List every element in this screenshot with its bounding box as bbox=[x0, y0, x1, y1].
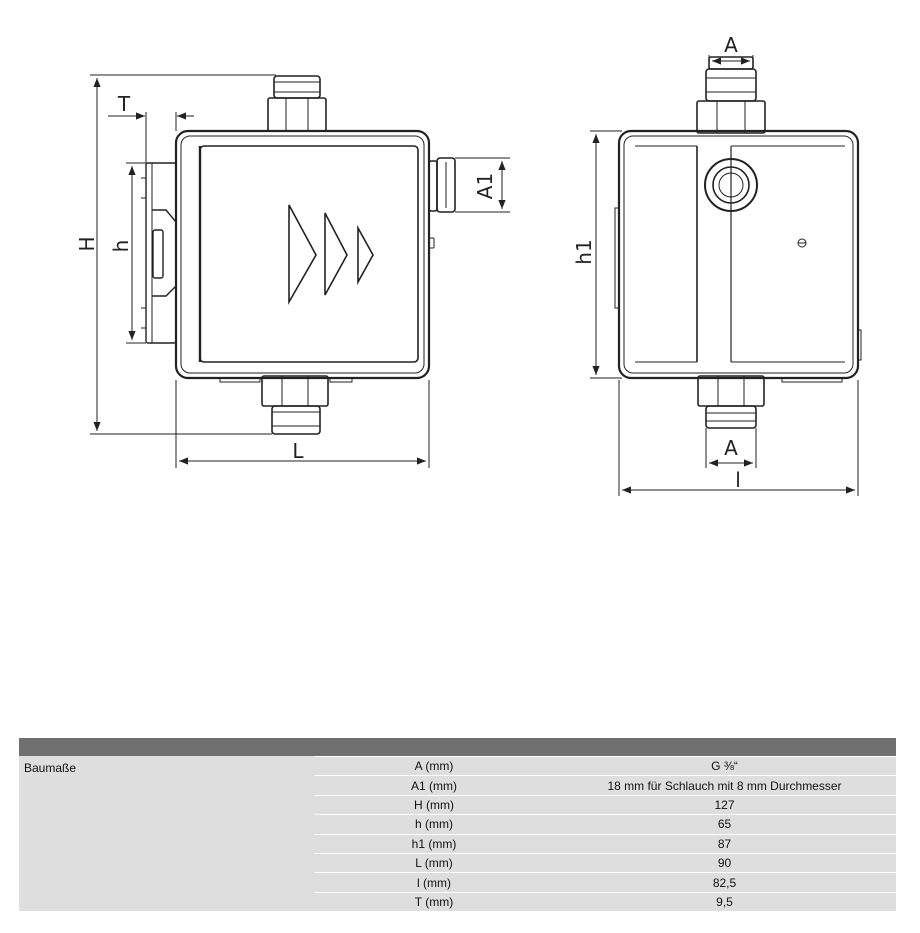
value-cell: 127 bbox=[714, 797, 735, 812]
side-dimensions bbox=[590, 55, 859, 496]
param-cell: T (mm) bbox=[414, 894, 454, 909]
side-bottom-fitting bbox=[697, 375, 765, 429]
dim-label-L: L bbox=[292, 439, 304, 463]
param-cell: L (mm) bbox=[415, 856, 453, 871]
value-cell: 82,5 bbox=[712, 875, 737, 890]
dim-label-h1: h1 bbox=[572, 239, 596, 264]
value-cell: 18 mm für Schlauch mit 8 mm Durchmesser bbox=[607, 778, 842, 793]
front-cover-panel bbox=[199, 145, 419, 363]
side-view bbox=[614, 56, 862, 429]
table-row: H (mm) 127 bbox=[315, 794, 896, 814]
dim-label-l: l bbox=[735, 468, 741, 492]
front-dimension-labels: H h T A1 L bbox=[75, 92, 497, 463]
value-cell: 9,5 bbox=[716, 894, 733, 909]
dim-label-H: H bbox=[75, 236, 99, 251]
top-fitting bbox=[267, 75, 327, 132]
bottom-fitting bbox=[261, 375, 329, 435]
table-category-label: Baumaße bbox=[24, 761, 77, 775]
table-row: l (mm) 82,5 bbox=[315, 872, 896, 891]
dim-label-h: h bbox=[109, 240, 133, 253]
dim-label-A1: A1 bbox=[473, 173, 497, 199]
table-header-bar bbox=[19, 738, 896, 756]
front-view bbox=[141, 75, 456, 435]
wall-bracket bbox=[141, 162, 177, 344]
side-connector bbox=[428, 157, 456, 213]
front-dimensions bbox=[90, 74, 510, 468]
table-row: L (mm) 90 bbox=[315, 852, 896, 872]
table-body: Baumaße A (mm) G ⅜“ A1 (mm) 18 mm für Sc… bbox=[19, 756, 896, 912]
dim-label-A-top: A bbox=[724, 33, 738, 57]
param-cell: h1 (mm) bbox=[411, 836, 457, 851]
dim-label-T: T bbox=[117, 92, 131, 116]
side-top-fitting bbox=[696, 56, 766, 134]
param-cell: h (mm) bbox=[415, 817, 453, 832]
technical-drawing: H h T A1 L bbox=[75, 33, 862, 496]
param-cell: l (mm) bbox=[417, 875, 451, 890]
table-rows: A (mm) G ⅜“ A1 (mm) 18 mm für Schlauch m… bbox=[315, 756, 896, 911]
param-cell: A (mm) bbox=[414, 759, 454, 774]
dimensions-table: Baumaße A (mm) G ⅜“ A1 (mm) 18 mm für Sc… bbox=[19, 738, 896, 912]
front-body-inner bbox=[180, 135, 425, 374]
value-cell: G ⅜“ bbox=[711, 759, 738, 774]
value-cell: 87 bbox=[717, 836, 732, 851]
side-dimension-labels: A A h1 l bbox=[572, 33, 741, 492]
param-cell: H (mm) bbox=[414, 797, 454, 812]
side-body-inner bbox=[623, 135, 854, 374]
param-cell: A1 (mm) bbox=[411, 778, 457, 793]
table-row: h (mm) 65 bbox=[315, 814, 896, 833]
table-row: T (mm) 9,5 bbox=[315, 891, 896, 911]
value-cell: 65 bbox=[717, 817, 732, 832]
dim-label-A-bottom: A bbox=[724, 436, 738, 460]
front-body-outer bbox=[174, 129, 431, 380]
valve-screw bbox=[704, 158, 758, 212]
table-row: h1 (mm) 87 bbox=[315, 833, 896, 853]
flow-direction-arrows bbox=[288, 204, 374, 305]
table-row: A (mm) G ⅜“ bbox=[315, 756, 896, 775]
table-row: A1 (mm) 18 mm für Schlauch mit 8 mm Durc… bbox=[315, 775, 896, 794]
value-cell: 90 bbox=[717, 856, 732, 871]
small-screw bbox=[797, 238, 807, 248]
